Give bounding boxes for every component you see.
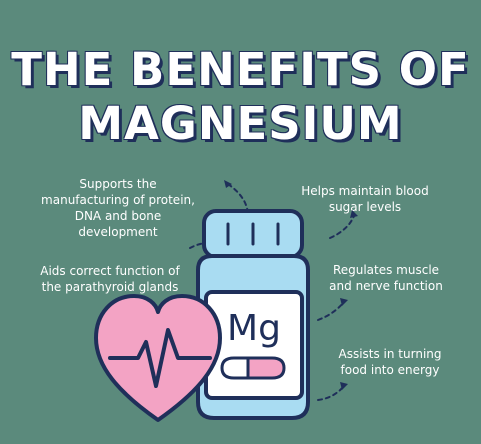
capsule-icon: [220, 356, 286, 380]
benefit-parathyroid: Aids correct function of the parathyroid…: [40, 264, 180, 294]
heartbeat-icon: [108, 328, 212, 388]
arrow-right-bottom: [317, 385, 345, 401]
heart-icon: [94, 294, 222, 422]
benefit-energy: Assists in turning food into energy: [338, 347, 442, 377]
page-title-line1: THE BENEFITS OF: [11, 43, 470, 96]
arrow-right-top: [329, 215, 355, 239]
benefit-protein-dna-bone: Supports the manufacturing of protein, D…: [41, 177, 195, 239]
page-title-line2: MAGNESIUM: [78, 97, 403, 150]
benefit-blood-sugar: Helps maintain blood sugar levels: [301, 184, 429, 214]
bottle-label: Mg: [227, 308, 281, 349]
benefit-muscle-nerve: Regulates muscle and nerve function: [329, 263, 443, 293]
arrow-right-mid: [317, 301, 345, 321]
